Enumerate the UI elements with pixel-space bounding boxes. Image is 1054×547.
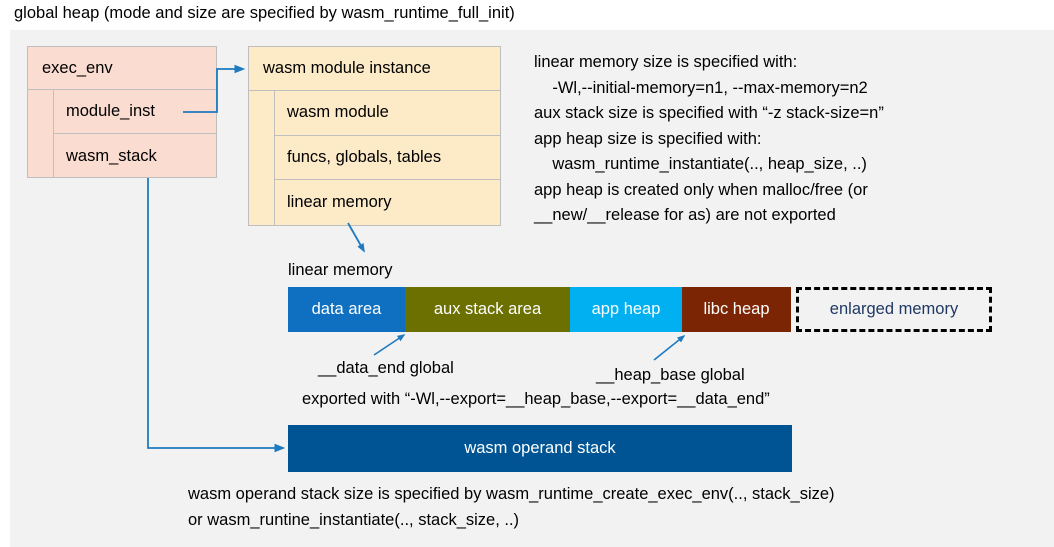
module-instance-header: wasm module instance [249,47,500,91]
linear-memory-note: linear memory size is specified with: -W… [534,53,884,224]
module-instance-gutter [249,91,275,225]
exec-env-field-module-inst: module_inst [54,90,216,134]
memory-segment-libc-heap: libc heap [682,287,791,332]
memory-segment-data-area: data area [288,287,405,332]
exec-env-field-wasm-stack: wasm_stack [66,146,157,165]
memory-segment-app-heap: app heap [570,287,682,332]
module-instance-field-funcs-globals-tables: funcs, globals, tables [275,136,500,181]
wasm-operand-stack-label: wasm operand stack [464,439,616,457]
wasm-operand-stack-bar: wasm operand stack [288,425,792,472]
annotation-exported: exported with “-Wl,--export=__heap_base,… [302,390,770,408]
annotation-heap-base: __heap_base global [596,366,745,384]
memory-segment-aux-stack-area: aux stack area [405,287,570,332]
module-instance-rows: wasm module funcs, globals, tables linea… [275,91,500,225]
module-instance-body: wasm module funcs, globals, tables linea… [249,91,500,225]
module-instance-field-linear-memory: linear memory [287,192,392,211]
module-instance-field-wasm-module: wasm module [275,91,500,136]
operand-stack-note: wasm operand stack size is specified by … [188,485,835,529]
page-title: global heap (mode and size are specified… [14,4,515,22]
memory-segment-enlarged-memory: enlarged memory [796,287,992,332]
linear-memory-caption: linear memory [288,261,393,279]
exec-env-gutter [28,90,54,178]
exec-env-header: exec_env [28,47,216,90]
wasm-module-instance-box: wasm module instance wasm module funcs, … [248,46,501,226]
annotation-data-end: __data_end global [318,359,454,377]
exec-env-box: exec_env module_inst wasm_stack [27,46,217,178]
exec-env-body: module_inst wasm_stack [28,90,216,178]
exec-env-rows: module_inst wasm_stack [54,90,216,178]
linear-memory-bar: data area aux stack area app heap libc h… [288,287,992,332]
